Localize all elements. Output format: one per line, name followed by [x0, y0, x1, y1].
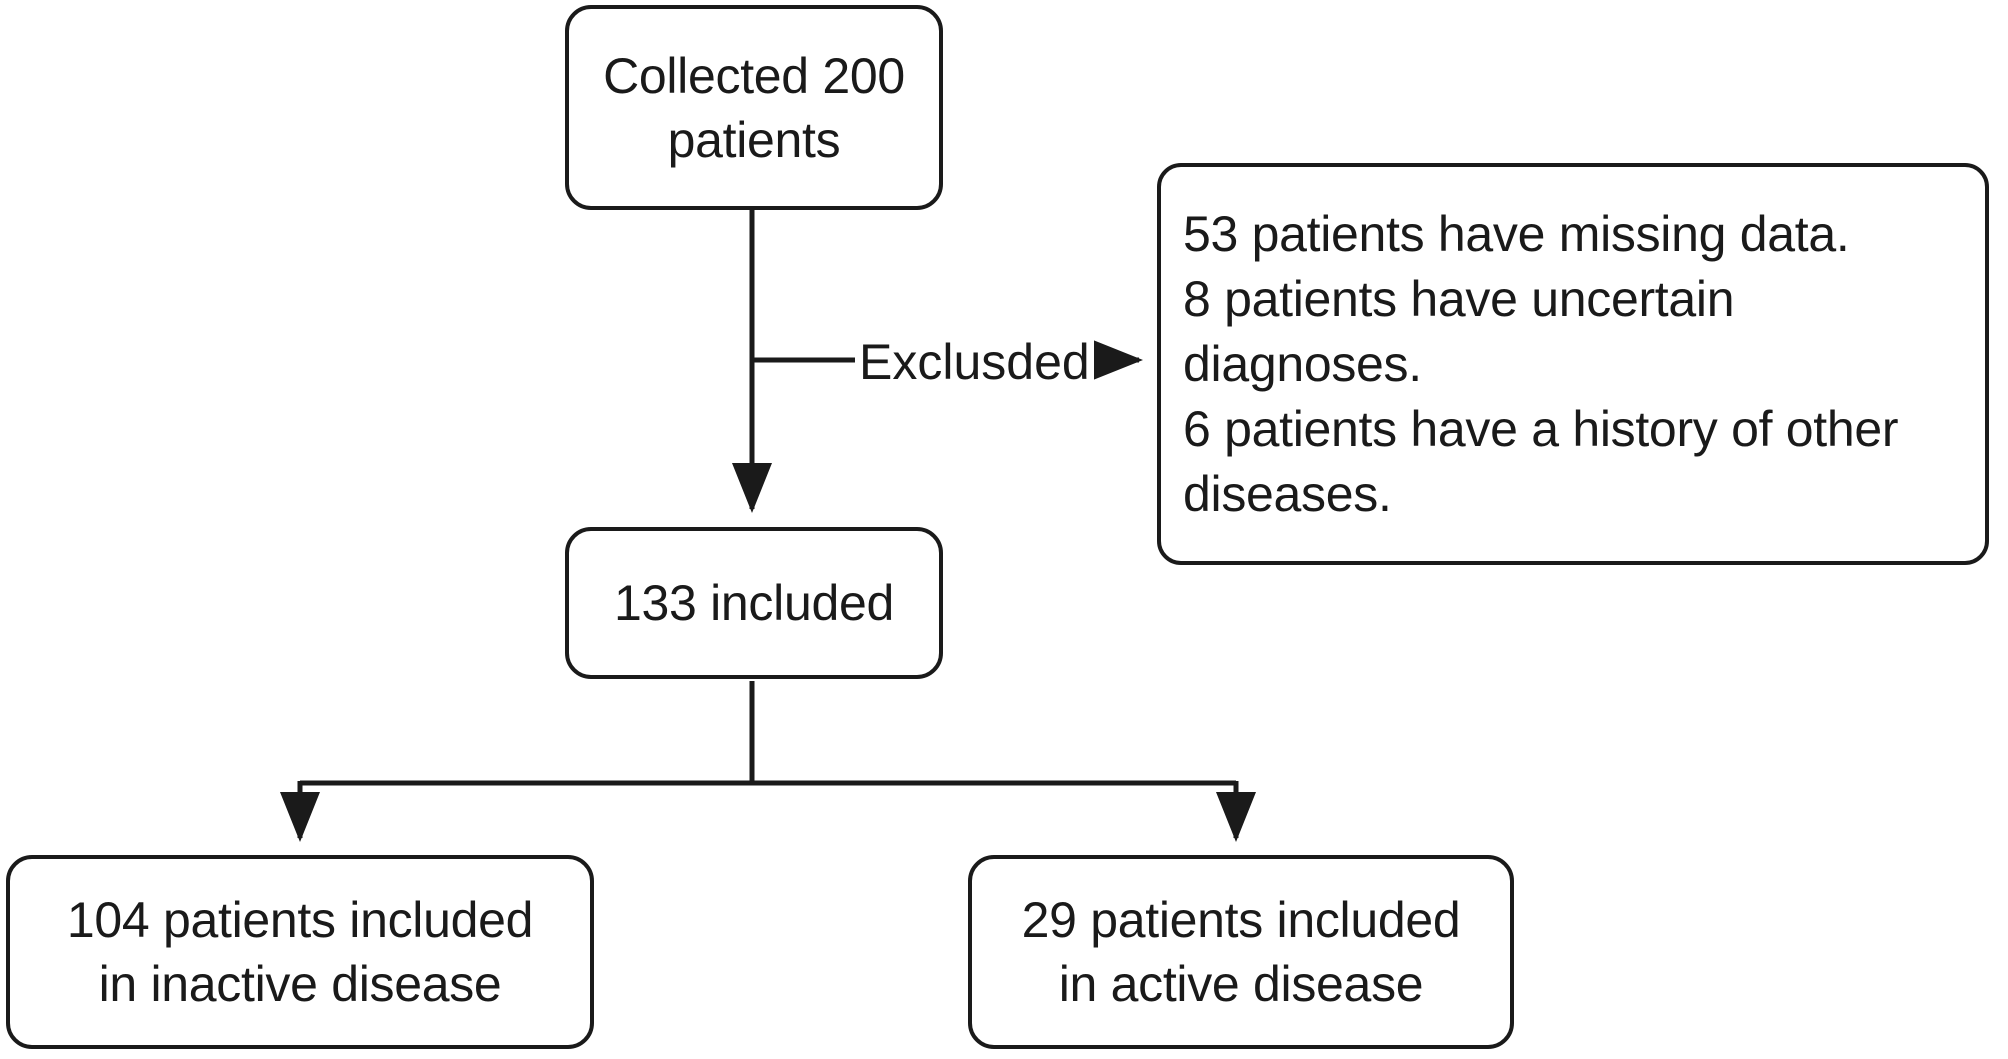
node-active-disease: 29 patients included in active disease [968, 855, 1514, 1049]
node-collected-patients-label: Collected 200 patients [603, 47, 905, 168]
node-included-total-label: 133 included [614, 575, 894, 631]
connector-included-split [280, 681, 1256, 843]
node-active-disease-label: 29 patients included in active disease [1021, 892, 1461, 1012]
node-collected-patients: Collected 200 patients [565, 5, 943, 210]
node-inactive-disease-label: 104 patients included in inactive diseas… [66, 892, 534, 1012]
node-exclusion-reasons: 53 patients have missing data. 8 patient… [1157, 163, 1989, 565]
node-exclusion-reasons-label: 53 patients have missing data. 8 patient… [1183, 205, 1899, 522]
node-included-total: 133 included [565, 527, 943, 679]
edge-label-exclusded: Exclusded [855, 337, 1094, 387]
node-inactive-disease: 104 patients included in inactive diseas… [6, 855, 594, 1049]
